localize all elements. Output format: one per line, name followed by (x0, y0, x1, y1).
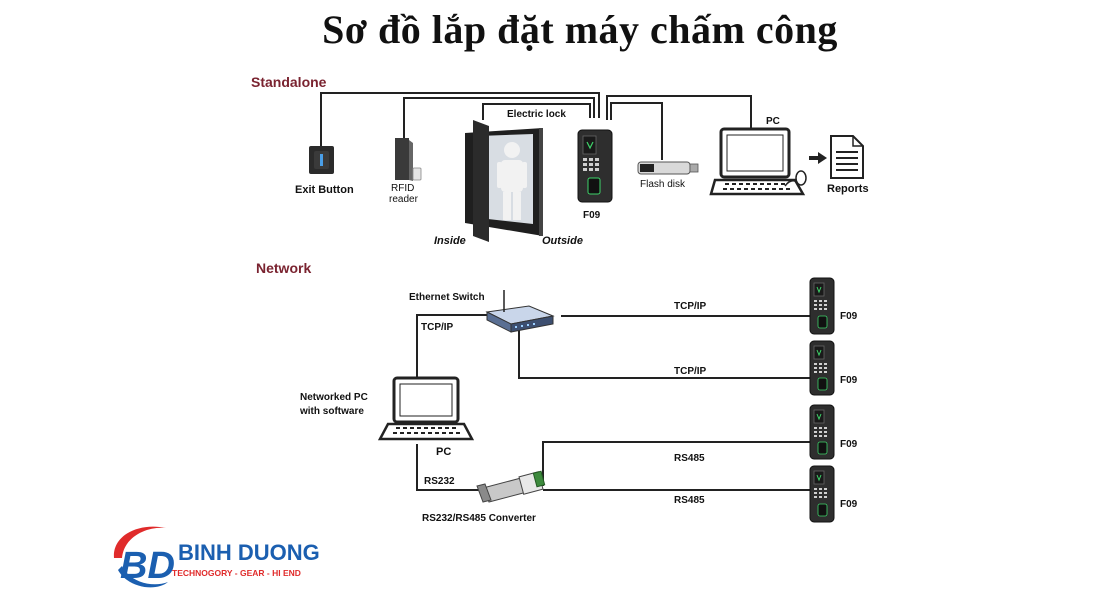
logo-name: BINH DUONG (178, 540, 320, 565)
inside-label: Inside (434, 235, 466, 247)
tcpip-switch-label: TCP/IP (421, 322, 454, 333)
rs232-rs485-converter-icon (476, 470, 546, 503)
f09-terminal-1-icon (809, 277, 835, 335)
ethernet-switch-label: Ethernet Switch (409, 292, 485, 303)
networked-pc-laptop-icon (377, 376, 475, 441)
logo-graphic: BD BINH DUONG TECHNOGORY - GEAR - HI END (113, 526, 320, 588)
logo-swoosh-lower-icon (118, 566, 168, 588)
f09-standalone-label: F09 (583, 210, 601, 221)
f09-device-icon (577, 129, 613, 203)
f09-terminal-3-label: F09 (840, 439, 858, 450)
rfid-label-line2: reader (389, 194, 419, 205)
logo-monogram: BD (120, 545, 175, 587)
link-2-protocol: TCP/IP (674, 366, 707, 377)
pc-laptop-icon (709, 127, 806, 196)
f09-terminal-2-label: F09 (840, 375, 858, 386)
f09-terminal-2-icon (809, 340, 835, 396)
installation-diagram: Standalone Exit Button RFID reader Elect… (251, 74, 869, 524)
rfid-label-line1: RFID (391, 183, 414, 194)
f09-terminal-1-label: F09 (840, 311, 858, 322)
networked-pc-label: PC (436, 446, 451, 458)
outside-label: Outside (542, 235, 583, 247)
door-icon (465, 120, 543, 242)
f09-terminal-4-label: F09 (840, 499, 858, 510)
rs232-label: RS232 (424, 476, 455, 487)
logo-swoosh-icon (113, 526, 166, 558)
standalone-heading: Standalone (251, 74, 327, 90)
binh-duong-logo: BD BINH DUONG TECHNOGORY - GEAR - HI END (108, 518, 368, 598)
flash-disk-label: Flash disk (640, 179, 686, 190)
rfid-reader-icon (395, 138, 422, 181)
page-title: Sơ đồ lắp đặt máy chấm công (322, 7, 838, 52)
reports-label: Reports (827, 183, 869, 195)
converter-label: RS232/RS485 Converter (422, 513, 536, 524)
networked-pc-label-line1: Networked PC (300, 392, 368, 403)
network-wires (416, 314, 811, 491)
f09-terminal-3-icon (809, 404, 835, 460)
standalone-wires (320, 92, 752, 160)
logo-tagline: TECHNOGORY - GEAR - HI END (172, 568, 301, 578)
network-heading: Network (256, 260, 311, 276)
reports-document-icon (830, 135, 864, 179)
electric-lock-label: Electric lock (507, 109, 566, 120)
diagram-panel: Standalone Exit Button RFID reader Elect… (221, 58, 890, 550)
pc-standalone-label: PC (766, 116, 780, 127)
mouse-icon (784, 170, 807, 187)
link-4-protocol: RS485 (674, 495, 705, 506)
f09-terminal-4-icon (809, 465, 835, 523)
ethernet-switch-icon (485, 290, 555, 333)
link-3-protocol: RS485 (674, 453, 705, 464)
exit-button-label: Exit Button (295, 184, 354, 196)
exit-button-icon (309, 146, 334, 174)
link-1-protocol: TCP/IP (674, 301, 707, 312)
arrow-right-icon (809, 152, 827, 164)
networked-pc-label-line2: with software (299, 406, 364, 417)
flash-disk-icon (637, 161, 699, 175)
